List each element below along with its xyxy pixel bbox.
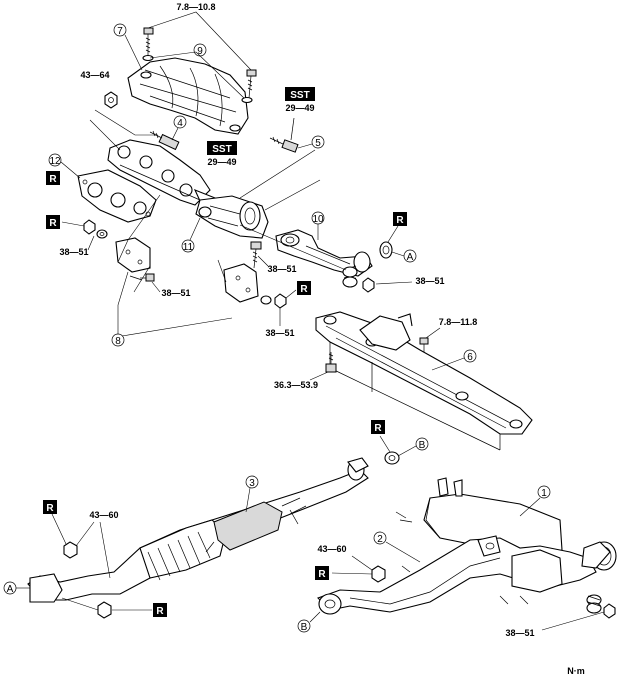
sst-upper-label: SST [290, 90, 309, 101]
sst-lower-box [207, 141, 237, 155]
cat-nut-upper [63, 541, 78, 559]
gasket-ring-a [379, 241, 393, 259]
marker-b-lower: B [301, 622, 308, 633]
torque-bracket-bottom: 38—51 [161, 288, 190, 298]
torque-bracket-bolt: 38—51 [267, 264, 296, 274]
heat-shield [127, 57, 249, 135]
r-box-gasket [46, 171, 60, 185]
bracket-lower [223, 263, 259, 303]
spring-upper [342, 265, 358, 288]
r-label-cat-upper: R [46, 503, 54, 514]
joint-pipe [275, 229, 373, 277]
torque-spring-right: 38—51 [415, 276, 444, 286]
r-label-cat-lower: R [156, 606, 164, 617]
nut-left [104, 91, 118, 109]
r-label-b: R [374, 423, 382, 434]
callout-4-circle [173, 115, 187, 129]
callout-12-circle [48, 153, 62, 167]
callout-11: 11 [183, 242, 194, 253]
r-label-muffler: R [318, 569, 326, 580]
oxygen-sensor-lower [269, 117, 299, 153]
crossmember [315, 311, 533, 451]
callout-5-circle [311, 135, 325, 149]
torque-nut-left: 43—64 [80, 70, 109, 80]
callout-10: 10 [312, 214, 324, 225]
torque-muffler-right: 38—51 [505, 628, 534, 638]
crossmember-small-bolt [419, 337, 429, 352]
r-label-gasket: R [49, 174, 57, 185]
callout-4: 4 [177, 118, 183, 129]
marker-a-upper: A [407, 252, 414, 263]
callout-1: 1 [541, 488, 547, 499]
callout-1-circle [537, 485, 551, 499]
gasket-ring-b [384, 451, 400, 465]
torque-sst-upper: 29—49 [285, 103, 314, 113]
torque-top: 7.8—10.8 [176, 2, 215, 12]
callout-5: 5 [315, 138, 321, 149]
torque-sst-lower: 29—49 [207, 157, 236, 167]
heat-shield-bolt-right [246, 69, 257, 99]
callout-6-circle [463, 349, 477, 363]
crossmember-bolt [325, 352, 337, 373]
spring-lower [586, 594, 602, 614]
torque-crossmember-bolt: 36.3—53.9 [274, 380, 318, 390]
marker-a-lower: A [7, 584, 14, 595]
r-box-cat-upper [43, 500, 57, 514]
bracket-bolt-lower-left [129, 273, 155, 282]
main-muffler [423, 477, 563, 559]
torque-r-left: 38—51 [59, 247, 88, 257]
callout-3-circle [245, 475, 259, 489]
r-label-bracket: R [300, 284, 308, 295]
r-box-left [46, 215, 60, 229]
nut-washer-left [83, 219, 108, 239]
cat-nut-lower [97, 601, 112, 619]
callout-2: 2 [377, 534, 383, 545]
main-catalyst-pipe [27, 457, 369, 603]
callout-6: 6 [467, 352, 473, 363]
r-box-b [371, 420, 385, 434]
marker-b-lower-circle [297, 619, 311, 633]
heat-shield-bolt-left [143, 27, 154, 56]
heat-shield-washers [142, 54, 253, 104]
oxygen-sensor-upper [149, 130, 180, 151]
callout-7: 7 [117, 26, 123, 37]
marker-b-upper: B [419, 440, 426, 451]
front-pipe-catalyst [195, 195, 269, 239]
torque-bracket-right: 38—51 [265, 328, 294, 338]
r-label-left: R [49, 218, 57, 229]
unit-label: N·m [567, 666, 585, 676]
r-box-muffler [315, 566, 329, 580]
marker-b-upper-circle [415, 437, 429, 451]
r-box-joint [393, 212, 407, 226]
callout-9-circle [193, 43, 207, 57]
r-box-bracket [297, 281, 311, 295]
callout-9: 9 [197, 46, 203, 57]
sst-upper-box [285, 87, 315, 101]
muffler-nut [371, 565, 386, 583]
callout-2-circle [373, 531, 387, 545]
torque-muffler-left: 43—60 [317, 544, 346, 554]
nut-right-lower [603, 603, 616, 619]
r-label-joint: R [396, 215, 404, 226]
r-box-cat-lower [153, 603, 167, 617]
callout-8: 8 [115, 336, 121, 347]
bracket-bolt-upper [250, 241, 262, 269]
nut-right-upper [362, 277, 375, 293]
rear-pipe-tail [317, 511, 617, 615]
torque-crossmember-small: 7.8—11.8 [439, 317, 478, 327]
callout-11-circle [181, 239, 195, 253]
bracket-nut-washer [260, 293, 287, 309]
callout-12: 12 [49, 156, 61, 167]
callout-3: 3 [249, 478, 255, 489]
callout-7-circle [113, 23, 127, 37]
torque-cat-left: 43—60 [89, 510, 118, 520]
sst-lower-label: SST [212, 144, 231, 155]
manifold-gasket [77, 169, 157, 223]
